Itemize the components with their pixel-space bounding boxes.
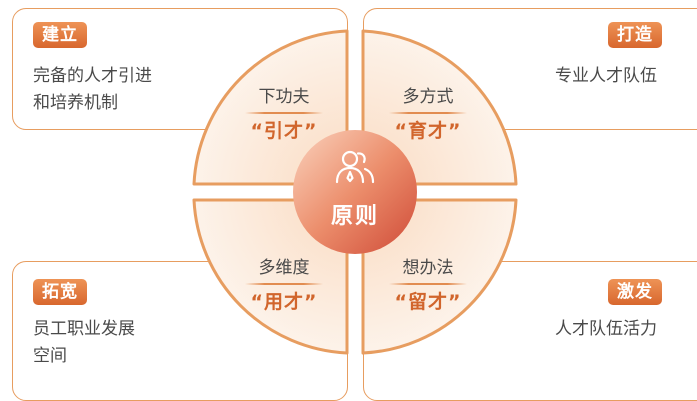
quadrant-subtitle: 下功夫 <box>258 87 310 107</box>
quadrant-label-top-right: 多方式 “育才” <box>373 85 483 144</box>
description-top-left: 完备的人才引进 和培养机制 <box>33 63 152 117</box>
description-line: 和培养机制 <box>33 93 118 113</box>
center-disk <box>293 130 417 254</box>
description-line: 专业人才队伍 <box>555 66 657 86</box>
quadrant-label-top-left: 下功夫 “引才” <box>229 85 339 144</box>
description-line: 完备的人才引进 <box>33 66 152 86</box>
center-label: 原则 <box>330 204 379 229</box>
badge-bottom-left: 拓宽 <box>33 279 87 305</box>
description-top-right: 专业人才队伍 <box>555 63 657 90</box>
badge-top-right: 打造 <box>608 22 662 48</box>
quadrant-top-right <box>361 29 518 186</box>
quadrant-subtitle: 想办法 <box>402 258 454 278</box>
quadrant-title: “用才” <box>250 290 318 313</box>
divider <box>245 112 323 114</box>
quadrant-subtitle: 多维度 <box>258 258 310 278</box>
people-icon <box>335 150 375 184</box>
quadrant-bottom-left <box>192 198 349 355</box>
description-line: 人才队伍活力 <box>555 319 657 339</box>
quadrant-label-bottom-left: 多维度 “用才” <box>229 256 339 315</box>
quadrant-title: “引才” <box>250 119 318 142</box>
description-line: 空间 <box>33 346 67 366</box>
divider <box>389 112 467 114</box>
description-line: 员工职业发展 <box>33 319 135 339</box>
badge-top-left: 建立 <box>33 22 87 48</box>
quadrant-title: “留才” <box>394 290 462 313</box>
description-bottom-right: 人才队伍活力 <box>555 316 657 343</box>
quadrant-label-bottom-right: 想办法 “留才” <box>373 256 483 315</box>
divider <box>389 283 467 285</box>
principle-circle-diagram <box>192 29 518 355</box>
badge-bottom-right: 激发 <box>608 279 662 305</box>
quadrant-title: “育才” <box>394 119 462 142</box>
description-bottom-left: 员工职业发展 空间 <box>33 316 135 370</box>
divider <box>245 283 323 285</box>
quadrant-subtitle: 多方式 <box>402 87 454 107</box>
quadrant-bottom-right <box>361 198 518 355</box>
quadrant-top-left <box>192 29 349 186</box>
